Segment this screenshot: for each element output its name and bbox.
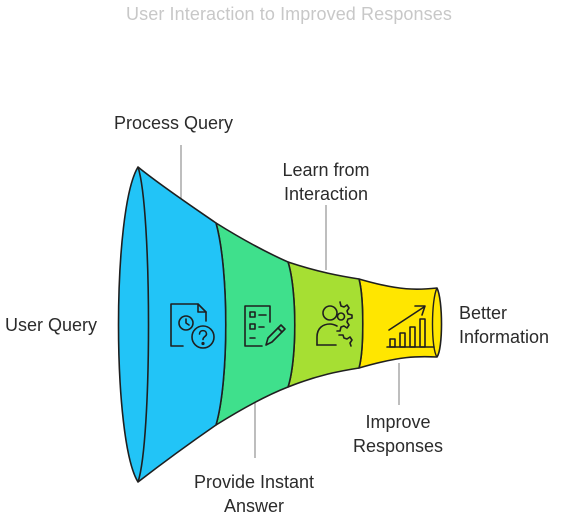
label-learn-line-1: Learn from bbox=[282, 160, 370, 180]
label-better-line-2: Information bbox=[459, 327, 550, 347]
checklist-pencil-icon bbox=[244, 305, 286, 347]
label-improve-line-2: Responses bbox=[352, 436, 444, 456]
label-learn-from-interaction: Learn from Interaction bbox=[265, 158, 387, 206]
funnel-rim bbox=[137, 166, 150, 483]
label-user-query: User Query bbox=[5, 315, 98, 335]
label-provide-line-1: Provide Instant bbox=[193, 472, 315, 492]
label-improve-line-1: Improve bbox=[365, 412, 431, 432]
growth-chart-icon bbox=[386, 305, 435, 348]
label-better-line-1: Better bbox=[459, 303, 508, 323]
document-clock-question-icon bbox=[170, 303, 215, 349]
label-provide-line-2: Answer bbox=[223, 496, 285, 516]
label-provide-instant-answer: Provide Instant Answer bbox=[176, 470, 332, 518]
funnel-segment-1 bbox=[117, 166, 227, 483]
funnel-end-cap bbox=[431, 287, 438, 358]
diagram-title: User Interaction to Improved Responses bbox=[126, 4, 452, 24]
label-improve-responses: Improve Responses bbox=[340, 410, 456, 458]
label-better-information: Better Information bbox=[459, 301, 549, 349]
label-learn-line-2: Interaction bbox=[283, 184, 369, 204]
head-gear-icon bbox=[316, 301, 353, 347]
label-process-query: Process Query bbox=[114, 113, 234, 133]
